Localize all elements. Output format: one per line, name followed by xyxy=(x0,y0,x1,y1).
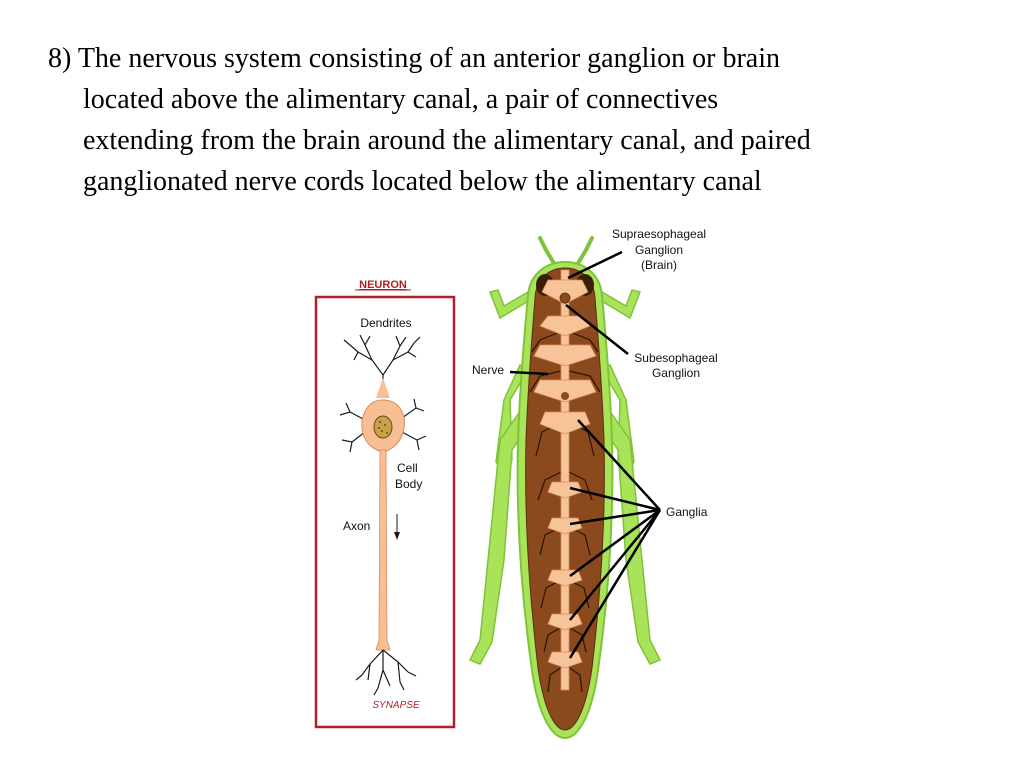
supra-label-3: (Brain) xyxy=(641,258,677,272)
leader-lines xyxy=(509,250,662,659)
text-line-3: extending from the brain around the alim… xyxy=(83,125,811,156)
abdominal-ganglion-2 xyxy=(547,517,583,535)
leader-ganglia-1 xyxy=(577,419,661,511)
synapse-label: SYNAPSE xyxy=(372,700,420,711)
neuron-axon xyxy=(375,449,391,651)
neuron-apical-stem xyxy=(376,378,390,398)
leader-nerve xyxy=(509,370,549,376)
thoracic-ganglion-1 xyxy=(533,344,597,367)
cell-body-label-1: Cell xyxy=(397,461,418,475)
abdominal-ganglion-1 xyxy=(547,481,583,499)
ventral-nerve-cord xyxy=(533,269,597,691)
thoracic-ganglion-3 xyxy=(539,411,591,435)
leader-ganglia-2 xyxy=(569,486,661,512)
axon-terminals xyxy=(355,649,417,696)
insect-antennae xyxy=(538,236,594,267)
text-line-4: ganglionated nerve cords located below t… xyxy=(83,166,762,197)
axon-direction-arrow xyxy=(394,514,400,540)
axon-label: Axon xyxy=(343,519,370,533)
brain-center-spot xyxy=(559,292,571,304)
leader-ganglia-4 xyxy=(569,508,661,578)
slide-text: 8) The nervous system consisting of an a… xyxy=(48,38,998,202)
supra-label-2: Ganglion xyxy=(635,243,683,257)
insect-panel: Supraesophageal Ganglion (Brain) Subesop… xyxy=(468,227,718,740)
nerve-label: Nerve xyxy=(472,363,504,377)
dendrites-label: Dendrites xyxy=(360,316,411,330)
text-line-2: located above the alimentary canal, a pa… xyxy=(83,84,719,115)
subesophageal-ganglion xyxy=(539,315,591,337)
leader-ganglia-3 xyxy=(569,508,661,526)
thoracic-ganglion-2 xyxy=(533,379,597,403)
leader-ganglia-5 xyxy=(569,509,661,621)
neuron-title: NEURON xyxy=(359,279,407,291)
brain-ganglion xyxy=(541,279,589,305)
dendrite-tree-side xyxy=(339,398,427,453)
neuron-nucleus xyxy=(373,415,393,439)
neuron-panel: NEURON Dendrites Cell xyxy=(314,279,456,729)
sub-label-1: Subesophageal xyxy=(634,351,717,365)
ganglia-label: Ganglia xyxy=(666,505,708,519)
supra-label-1: Supraesophageal xyxy=(612,227,706,241)
text-line-1: 8) The nervous system consisting of an a… xyxy=(48,43,780,74)
leg-front-left xyxy=(488,289,531,320)
nucleus-dots xyxy=(378,421,388,434)
ganglion-center-spot xyxy=(561,392,569,400)
leader-sub xyxy=(565,304,629,355)
cell-body-label-2: Body xyxy=(395,477,422,491)
leader-ganglia-6 xyxy=(568,509,662,659)
leg-front-right xyxy=(599,289,642,320)
nerve-cord xyxy=(560,269,570,691)
sub-label-2: Ganglion xyxy=(652,366,700,380)
leader-supra xyxy=(567,250,623,280)
